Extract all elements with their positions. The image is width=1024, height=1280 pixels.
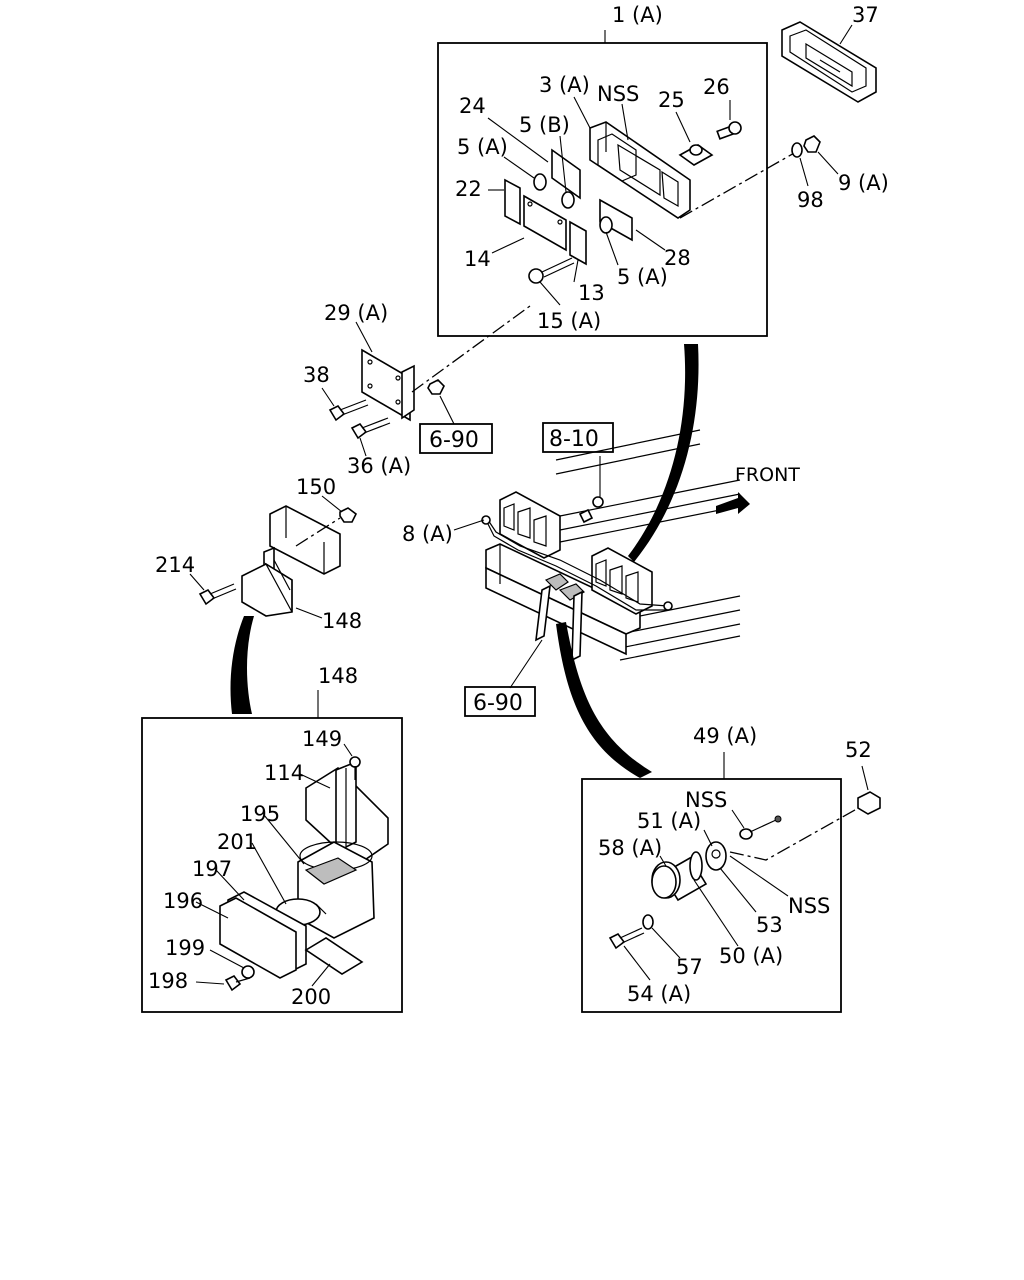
- lamp-housing-3a: [589, 121, 691, 219]
- bracket-29a: [355, 321, 415, 422]
- label-52: 52: [845, 738, 872, 762]
- label-36a: 36 (A): [347, 454, 411, 478]
- label-9a: 9 (A): [838, 171, 889, 195]
- ref-6-90-b[interactable]: 6-90: [473, 691, 523, 716]
- label-38: 38: [303, 363, 330, 387]
- pad-22: [504, 178, 521, 226]
- side-lamp-148: [189, 495, 358, 619]
- label-5b: 5 (B): [519, 113, 570, 137]
- label-22: 22: [455, 177, 482, 201]
- label-29a: 29 (A): [324, 301, 388, 325]
- ref-box-8-10[interactable]: [542, 422, 614, 453]
- callout-curve-left: [230, 616, 254, 714]
- label-25: 25: [658, 88, 685, 112]
- lens-14: [523, 194, 567, 252]
- bolt-36a: [350, 417, 391, 457]
- label-37: 37: [852, 3, 879, 27]
- label-28: 28: [664, 246, 691, 270]
- label-nss-b2: NSS: [788, 894, 830, 918]
- label-3a: 3 (A): [539, 73, 590, 97]
- rear-frame-assembly: [453, 429, 741, 689]
- ref-box-6-90-a[interactable]: [419, 423, 493, 454]
- label-5a-1: 5 (A): [457, 135, 508, 159]
- dash-bracket-to-box: [411, 305, 531, 393]
- ref-8-10[interactable]: 8-10: [549, 427, 599, 452]
- lamp-unit-right: [591, 547, 653, 615]
- cover-37: [781, 21, 877, 103]
- label-13: 13: [578, 281, 605, 305]
- label-58a: 58 (A): [598, 836, 662, 860]
- fitting-25: [678, 144, 714, 166]
- callout-curve-top: [628, 344, 699, 562]
- bulb-5a-lower: [599, 216, 613, 234]
- label-8a: 8 (A): [402, 522, 453, 546]
- label-114: 114: [264, 761, 304, 785]
- ref-box-6-90-b[interactable]: [464, 686, 536, 717]
- nut-9a: [803, 135, 839, 175]
- label-57: 57: [676, 955, 703, 979]
- label-14: 14: [464, 247, 491, 271]
- label-196: 196: [163, 889, 203, 913]
- label-214: 214: [155, 553, 195, 577]
- bolt-38: [321, 387, 369, 422]
- bulb-5a-mid: [561, 191, 575, 209]
- detail-box-1a: 1 (A): [437, 3, 797, 337]
- label-148-b: 148: [318, 664, 358, 688]
- label-5a-2: 5 (A): [617, 265, 668, 289]
- label-1a: 1 (A): [612, 3, 663, 27]
- label-150: 150: [296, 475, 336, 499]
- connector-52: [857, 765, 881, 815]
- label-50a: 50 (A): [719, 944, 783, 968]
- label-54a: 54 (A): [627, 982, 691, 1006]
- label-24: 24: [459, 94, 486, 118]
- label-53: 53: [756, 913, 783, 937]
- label-nss-top: NSS: [597, 82, 639, 106]
- label-201: 201: [217, 830, 257, 854]
- bulb-5a-upper: [533, 173, 547, 191]
- label-199: 199: [165, 936, 205, 960]
- label-149: 149: [302, 727, 342, 751]
- label-148-a: 148: [322, 609, 362, 633]
- label-98: 98: [797, 188, 824, 212]
- label-197: 197: [192, 857, 232, 881]
- label-195: 195: [240, 802, 280, 826]
- label-51a: 51 (A): [637, 809, 701, 833]
- label-26: 26: [703, 75, 730, 99]
- detail-box-49a: 49 (A) NSS 51 (A) 58 (A) NSS 53: [581, 724, 863, 1013]
- label-nss-b1: NSS: [685, 788, 727, 812]
- pad-13: [569, 220, 587, 266]
- bulb-58a: [651, 865, 677, 899]
- screw-15a: [528, 257, 575, 284]
- plate-28: [599, 198, 633, 242]
- label-15a: 15 (A): [537, 309, 601, 333]
- bolt-26: [716, 121, 742, 140]
- detail-box-148: 148 149 114 195 20: [141, 664, 403, 1013]
- lens-196: [219, 897, 297, 979]
- label-front: FRONT: [735, 464, 800, 486]
- callout-curve-bottom-right: [556, 622, 652, 778]
- label-200: 200: [291, 985, 331, 1009]
- nut-bracket: [427, 379, 455, 425]
- ref-6-90-a[interactable]: 6-90: [429, 428, 479, 453]
- bolt-214: [198, 583, 237, 606]
- washer-98: [791, 142, 809, 187]
- front-arrow-icon: [716, 492, 750, 514]
- label-198: 198: [148, 969, 188, 993]
- plate-5b: [551, 148, 581, 200]
- label-49a: 49 (A): [693, 724, 757, 748]
